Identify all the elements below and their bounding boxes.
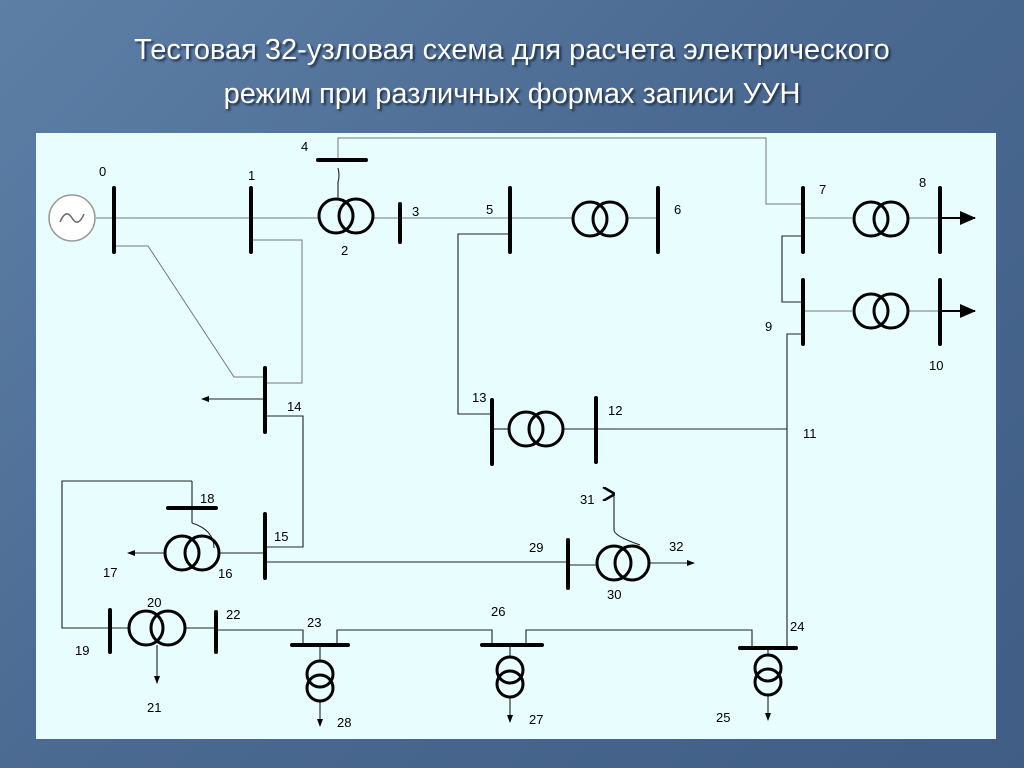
node-label-25: 25 (716, 710, 730, 725)
transformer-icon (507, 410, 565, 448)
node-label-19: 19 (75, 643, 89, 658)
slide-title: Тестовая 32-узловая схема для расчета эл… (60, 28, 964, 116)
node-label-24: 24 (790, 619, 804, 634)
line-22-23 (216, 629, 304, 644)
transformer-icon (495, 655, 525, 699)
node-label-15: 15 (274, 529, 288, 544)
node-label-7: 7 (819, 182, 826, 197)
node-label-29: 29 (529, 540, 543, 555)
node-label-13: 13 (472, 390, 486, 405)
node-label-14: 14 (287, 399, 301, 414)
node-label-22: 22 (226, 607, 240, 622)
node-label-2: 2 (341, 243, 348, 258)
node-labels: 0 1 2 3 4 5 6 7 8 9 10 11 12 13 14 15 16… (75, 139, 943, 730)
winding-18 (191, 522, 215, 549)
node-label-23: 23 (307, 615, 321, 630)
node-label-0: 0 (99, 164, 106, 179)
line-7-9 (781, 235, 803, 303)
line-5-13 (457, 233, 510, 415)
line-4-7 (337, 137, 803, 205)
node-label-28: 28 (337, 715, 351, 730)
transformer-icon (852, 200, 910, 238)
transformer-icon (852, 292, 910, 330)
transformer-icon (163, 534, 221, 572)
generator-icon (48, 194, 96, 242)
node-label-20: 20 (147, 595, 161, 610)
line-9-11-24 (786, 333, 803, 630)
connection-lines (61, 137, 976, 727)
node-label-5: 5 (486, 202, 493, 217)
node-label-6: 6 (674, 202, 681, 217)
line-0-14 (114, 245, 265, 378)
title-line-2: режим при различных формах записи УУН (223, 78, 801, 110)
node-label-1: 1 (248, 168, 255, 183)
line-1-14 (251, 239, 303, 384)
diagram-panel (36, 133, 996, 739)
transformer-icon (571, 200, 629, 238)
node-label-3: 3 (412, 204, 419, 219)
node-label-32: 32 (669, 539, 683, 554)
node-label-27: 27 (529, 712, 543, 727)
line-23-26 (336, 629, 493, 644)
node-label-9: 9 (765, 319, 772, 334)
title-line-1: Тестовая 32-узловая схема для расчета эл… (134, 34, 890, 66)
node-label-10: 10 (929, 358, 943, 373)
node-label-30: 30 (607, 587, 621, 602)
transformer-icon (127, 609, 187, 647)
line-14-15 (265, 415, 304, 548)
node-label-4: 4 (301, 139, 308, 154)
winding-31 (614, 494, 641, 546)
node-label-26: 26 (491, 604, 505, 619)
node-label-12: 12 (608, 403, 622, 418)
transformer-icon (753, 653, 783, 697)
transformer-icon (595, 544, 651, 582)
transformer-icon (317, 167, 375, 235)
node-label-18: 18 (200, 491, 214, 506)
node-label-16: 16 (218, 566, 232, 581)
node-label-21: 21 (147, 700, 161, 715)
bus-bars (108, 158, 942, 654)
node-label-11: 11 (803, 426, 817, 441)
node-label-31: 31 (580, 492, 594, 507)
node-label-17: 17 (103, 565, 117, 580)
node-label-8: 8 (919, 175, 926, 190)
line-19-loop (61, 480, 192, 629)
transformer-icon (305, 659, 335, 703)
line-26-24 (525, 629, 753, 647)
